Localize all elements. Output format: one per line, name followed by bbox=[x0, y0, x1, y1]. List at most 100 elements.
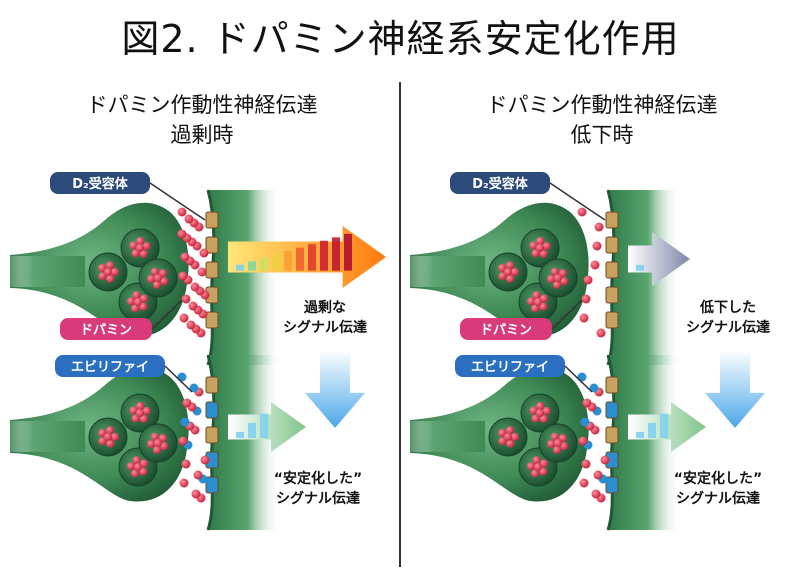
left-panel-heading: ドパミン作動性神経伝達 過剰時 bbox=[12, 90, 392, 150]
left-heading-line2: 過剰時 bbox=[170, 123, 234, 147]
vesicle-dopamine bbox=[540, 459, 549, 468]
dopamine-molecule bbox=[179, 313, 189, 323]
d2-receptor bbox=[205, 261, 219, 279]
synapse-excess-da bbox=[5, 189, 280, 366]
vesicle-dopamine bbox=[529, 241, 538, 250]
dopamine-molecule bbox=[191, 489, 201, 499]
signal-bar bbox=[260, 413, 268, 438]
vesicle-dopamine bbox=[134, 463, 142, 471]
dopamine-label-bg bbox=[460, 318, 552, 340]
vesicle-dopamine bbox=[142, 407, 151, 416]
abilify-label-bg bbox=[455, 355, 565, 377]
abilify-label: エビリファイ bbox=[471, 359, 549, 375]
vesicle-dopamine bbox=[139, 467, 148, 476]
vesicle-dopamine bbox=[131, 249, 140, 258]
d2-receptor bbox=[205, 211, 219, 229]
vesicle-dopamine bbox=[152, 445, 161, 454]
dopamine-molecule bbox=[181, 459, 191, 469]
dopamine-molecule bbox=[197, 267, 207, 277]
vesicle-dopamine bbox=[136, 409, 144, 417]
signal-bar bbox=[636, 264, 644, 271]
excess-signal-label-line1: 過剰な bbox=[303, 299, 346, 316]
vesicle-dopamine bbox=[132, 456, 141, 465]
signal-bar bbox=[636, 432, 644, 438]
vesicle-dopamine bbox=[527, 297, 536, 306]
vesicle-dopamine bbox=[534, 298, 542, 306]
axon bbox=[5, 256, 85, 287]
signal-arrow bbox=[628, 402, 706, 452]
right-heading-line1: ドパミン作動性神経伝達 bbox=[486, 93, 718, 117]
dopamine-molecule bbox=[579, 478, 589, 488]
leader-line bbox=[549, 182, 606, 221]
dopamine-molecule bbox=[581, 294, 591, 304]
dopamine-label-bg bbox=[60, 318, 152, 340]
d2-receptor bbox=[605, 236, 619, 254]
d2-receptor bbox=[605, 376, 619, 394]
vesicle-dopamine bbox=[542, 242, 551, 251]
postsynaptic-neuron bbox=[208, 355, 280, 530]
vesicle-dopamine bbox=[539, 414, 548, 423]
dopamine-molecule bbox=[596, 328, 606, 338]
vesicle-dopamine bbox=[154, 274, 162, 282]
vesicle-dopamine bbox=[536, 244, 544, 252]
left-heading-line1: ドパミン作動性神経伝達 bbox=[86, 93, 318, 117]
vesicle-dopamine bbox=[506, 274, 515, 283]
vesicle-dopamine bbox=[560, 277, 569, 286]
signal-bar bbox=[236, 432, 244, 438]
dopamine-molecule bbox=[593, 470, 603, 480]
down-arrow bbox=[705, 350, 765, 428]
dopamine-molecule bbox=[600, 455, 610, 465]
low-signal-label-line2: シグナル伝達 bbox=[686, 319, 770, 336]
signal-bar bbox=[248, 422, 256, 438]
vesicle-dopamine bbox=[505, 426, 514, 435]
receptor-label: D₂受容体 bbox=[472, 176, 528, 192]
vesicle-dopamine bbox=[505, 261, 514, 270]
dopamine-molecule bbox=[577, 207, 587, 217]
vesicle-dopamine bbox=[504, 268, 512, 276]
d2-receptor bbox=[605, 401, 619, 419]
d2-receptor bbox=[205, 376, 219, 394]
vesicle-dopamine bbox=[142, 242, 151, 251]
postsynaptic-neuron bbox=[608, 355, 680, 530]
vesicle-dopamine bbox=[98, 428, 107, 437]
signal-bar bbox=[332, 237, 340, 271]
vesicle-dopamine bbox=[536, 402, 545, 411]
vesicle-dopamine bbox=[139, 249, 148, 258]
dopamine-molecule bbox=[591, 489, 601, 499]
dopamine-molecule bbox=[178, 436, 188, 446]
vesicle-dopamine bbox=[558, 434, 567, 443]
dopamine-molecule bbox=[190, 282, 200, 292]
vesicle-dopamine bbox=[539, 249, 548, 258]
dopamine-molecule bbox=[590, 260, 600, 270]
dopamine-molecule bbox=[199, 248, 209, 258]
dopamine-molecule bbox=[592, 241, 602, 251]
dopamine-molecule bbox=[583, 275, 593, 285]
signal-bar bbox=[660, 413, 668, 438]
vesicle-dopamine bbox=[98, 272, 107, 281]
leader-line bbox=[564, 365, 593, 393]
vesicle-dopamine bbox=[540, 294, 549, 303]
d2-receptor bbox=[605, 261, 619, 279]
vesicle-dopamine bbox=[532, 456, 541, 465]
vesicle-dopamine bbox=[139, 302, 148, 311]
receptor-label: D₂受容体 bbox=[72, 176, 128, 192]
signal-bar bbox=[344, 233, 352, 271]
right-heading-line2: 低下時 bbox=[570, 123, 634, 147]
vesicle-dopamine bbox=[106, 439, 115, 448]
axon bbox=[5, 421, 85, 452]
vesicle-dopamine bbox=[150, 432, 159, 441]
vesicle-dopamine bbox=[136, 237, 145, 246]
d2-receptor bbox=[605, 211, 619, 229]
stable-signal-label-line2: シグナル伝達 bbox=[676, 490, 760, 507]
abilify-molecule bbox=[189, 383, 199, 393]
vesicle-dopamine bbox=[527, 462, 536, 471]
vesicle-dopamine bbox=[127, 297, 136, 306]
vesicle-dopamine bbox=[150, 267, 159, 276]
signal-arrow bbox=[228, 226, 386, 288]
stable-signal-label-line1: “安定化した” bbox=[674, 470, 762, 487]
vesicle-dopamine bbox=[105, 261, 114, 270]
low-signal-label-line1: 低下した bbox=[699, 299, 756, 316]
vesicle-dopamine bbox=[98, 437, 107, 446]
figure-title: 図2. ドパミン神経系安定化作用 bbox=[121, 17, 680, 61]
